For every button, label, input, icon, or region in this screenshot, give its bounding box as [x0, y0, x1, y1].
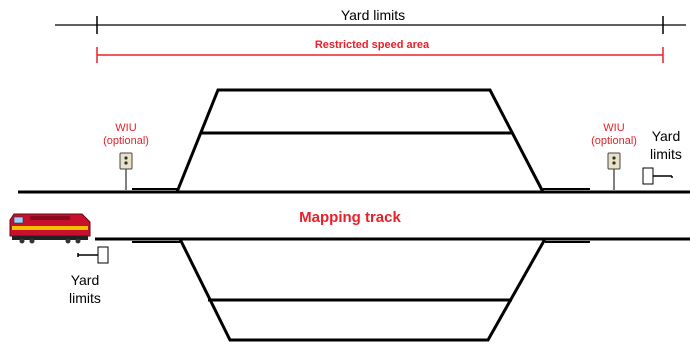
yard-limit-sign-icon	[77, 246, 109, 264]
locomotive-icon	[9, 213, 91, 244]
svg-text:(optional): (optional)	[103, 135, 149, 147]
upper-yard-tracks	[18, 88, 690, 194]
mapping-track-label: Mapping track	[299, 209, 401, 226]
wiu-right: WIU (optional)	[591, 122, 637, 190]
yard-limits-left: Yard limits	[69, 246, 109, 306]
svg-text:limits: limits	[650, 146, 682, 162]
wiu-left: WIU (optional)	[103, 122, 149, 190]
upper-siding-outer	[175, 88, 545, 193]
svg-text:limits: limits	[69, 290, 101, 306]
svg-text:WIU: WIU	[603, 122, 624, 134]
wayside-interface-unit-icon	[607, 152, 621, 190]
restricted-speed-dimension: Restricted speed area	[96, 39, 664, 63]
svg-text:Yard: Yard	[71, 272, 100, 288]
yard-limits-dimension: Yard limits	[55, 7, 686, 34]
lower-yard-tracks	[95, 237, 690, 342]
wayside-interface-unit-icon	[119, 152, 133, 190]
restricted-speed-label: Restricted speed area	[315, 39, 430, 51]
lower-siding-outer	[178, 238, 547, 342]
yard-limits-right: Yard limits	[642, 128, 682, 185]
svg-text:(optional): (optional)	[591, 135, 637, 147]
svg-text:Yard: Yard	[652, 128, 681, 144]
yard-limits-top-label: Yard limits	[341, 7, 405, 23]
svg-text:WIU: WIU	[115, 122, 136, 134]
yard-limit-sign-icon	[642, 167, 673, 185]
